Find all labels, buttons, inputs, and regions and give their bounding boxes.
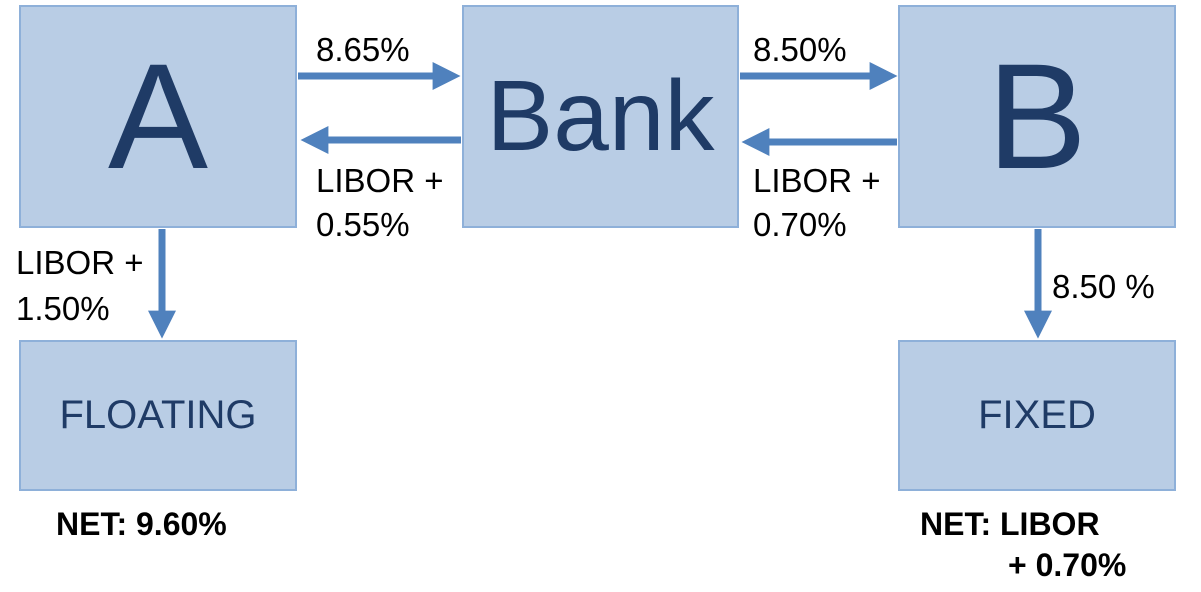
label-a-to-floating-line1: LIBOR + [16, 244, 144, 281]
label-a-to-floating-line2: 1.50% [16, 290, 110, 327]
node-bank: Bank [462, 5, 739, 228]
label-b-to-bank-line1: LIBOR + [753, 162, 881, 199]
node-b-label: B [986, 32, 1088, 200]
label-b-to-bank-line2: 0.70% [753, 206, 847, 243]
node-a: A [19, 5, 297, 228]
label-b-to-fixed: 8.50 % [1052, 268, 1155, 305]
net-b-line2: + 0.70% [1008, 547, 1127, 583]
node-floating: FLOATING [19, 340, 297, 491]
label-a-to-bank: 8.65% [316, 31, 410, 68]
node-a-label: A [107, 32, 209, 200]
label-bank-to-b: 8.50% [753, 31, 847, 68]
node-fixed: FIXED [898, 340, 1176, 491]
net-a: NET: 9.60% [56, 506, 227, 542]
net-b-line1: NET: LIBOR [920, 506, 1100, 542]
node-fixed-label: FIXED [978, 393, 1096, 437]
label-bank-to-a-line1: LIBOR + [316, 162, 444, 199]
label-bank-to-a-line2: 0.55% [316, 206, 410, 243]
node-floating-label: FLOATING [59, 393, 257, 437]
node-bank-label: Bank [486, 60, 715, 172]
node-b: B [898, 5, 1176, 228]
